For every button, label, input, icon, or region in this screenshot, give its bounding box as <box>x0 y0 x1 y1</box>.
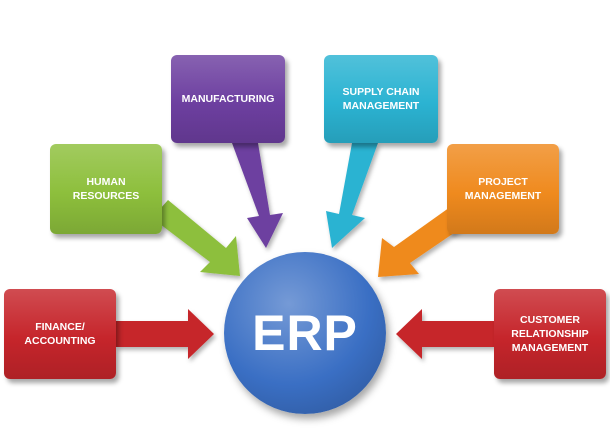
supply-chain-box: SUPPLY CHAIN MANAGEMENT <box>324 55 438 143</box>
finance-accounting-arrow <box>116 309 214 359</box>
project-management-box: PROJECT MANAGEMENT <box>447 144 559 234</box>
manufacturing-arrow <box>232 143 283 248</box>
finance-accounting-box: FINANCE/ ACCOUNTING <box>4 289 116 379</box>
erp-hub-label: ERP <box>252 305 358 361</box>
crm-box: CUSTOMER RELATIONSHIP MANAGEMENT <box>494 289 606 379</box>
crm-arrow <box>396 309 494 359</box>
manufacturing-box: MANUFACTURING <box>171 55 285 143</box>
erp-hub-circle: ERP <box>224 252 386 414</box>
supply-chain-arrow <box>326 143 378 248</box>
human-resources-box: HUMAN RESOURCES <box>50 144 162 234</box>
human-resources-arrow <box>152 200 240 276</box>
